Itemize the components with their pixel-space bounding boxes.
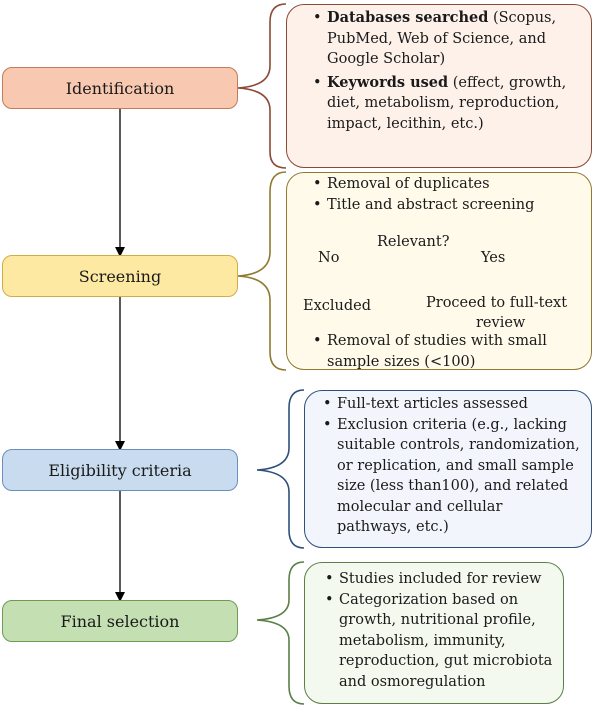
decision-no-label: No xyxy=(318,250,340,266)
decision-yes-label: Yes xyxy=(481,250,506,266)
eligibility-item-exclusion: Exclusion criteria (e.g., lacking suitab… xyxy=(323,415,581,538)
screening-item-title-abstract: Title and abstract screening xyxy=(313,195,583,216)
final-panel: Studies included for review Categorizati… xyxy=(304,562,564,704)
stage-eligibility: Eligibility criteria xyxy=(2,449,238,491)
decision-proceed-line2: review xyxy=(476,315,526,331)
decision-question: Relevant? xyxy=(377,234,450,250)
brace-eligibility xyxy=(256,389,305,549)
identification-keywords: Keywords used (effect, growth, diet, met… xyxy=(313,73,577,135)
final-item-included: Studies included for review xyxy=(325,569,553,590)
stage-eligibility-label: Eligibility criteria xyxy=(48,460,192,480)
stage-screening: Screening xyxy=(2,255,238,297)
brace-screening xyxy=(237,171,287,371)
final-item-categorization: Categorization based on growth, nutritio… xyxy=(325,590,553,693)
stage-identification: Identification xyxy=(2,67,238,109)
stage-screening-label: Screening xyxy=(78,266,162,286)
stage-final: Final selection xyxy=(2,600,238,642)
decision-excluded: Excluded xyxy=(303,298,372,314)
screening-item-sample-size: Removal of studies with small sample siz… xyxy=(313,331,583,372)
stage-final-label: Final selection xyxy=(60,611,180,631)
brace-final xyxy=(256,561,305,705)
identification-panel: Databases searched (Scopus, PubMed, Web … xyxy=(286,4,592,168)
eligibility-item-assessed: Full-text articles assessed xyxy=(323,394,581,415)
eligibility-panel: Full-text articles assessed Exclusion cr… xyxy=(304,390,592,548)
screening-item-duplicates: Removal of duplicates xyxy=(313,174,583,195)
stage-identification-label: Identification xyxy=(65,78,175,98)
identification-databases: Databases searched (Scopus, PubMed, Web … xyxy=(313,8,577,70)
decision-proceed-line1: Proceed to full-text xyxy=(426,295,568,311)
brace-identification xyxy=(237,3,287,169)
screening-panel: Removal of duplicates Title and abstract… xyxy=(286,172,592,370)
